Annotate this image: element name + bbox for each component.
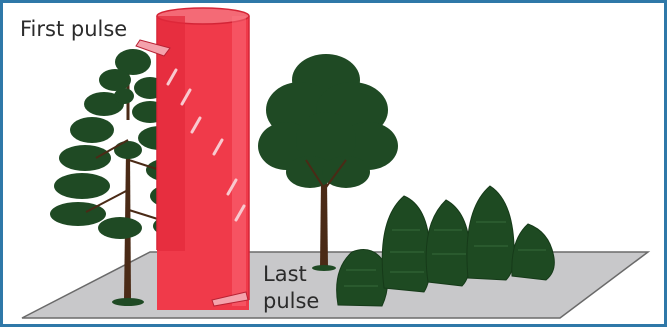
first-pulse-label: First pulse — [18, 16, 129, 42]
last-pulse-label-line1: Last — [261, 261, 309, 287]
last-pulse-label-line2: pulse — [261, 288, 321, 314]
laser-beam-cylinder — [157, 8, 249, 310]
broadleaf-tree-icon — [258, 54, 398, 271]
